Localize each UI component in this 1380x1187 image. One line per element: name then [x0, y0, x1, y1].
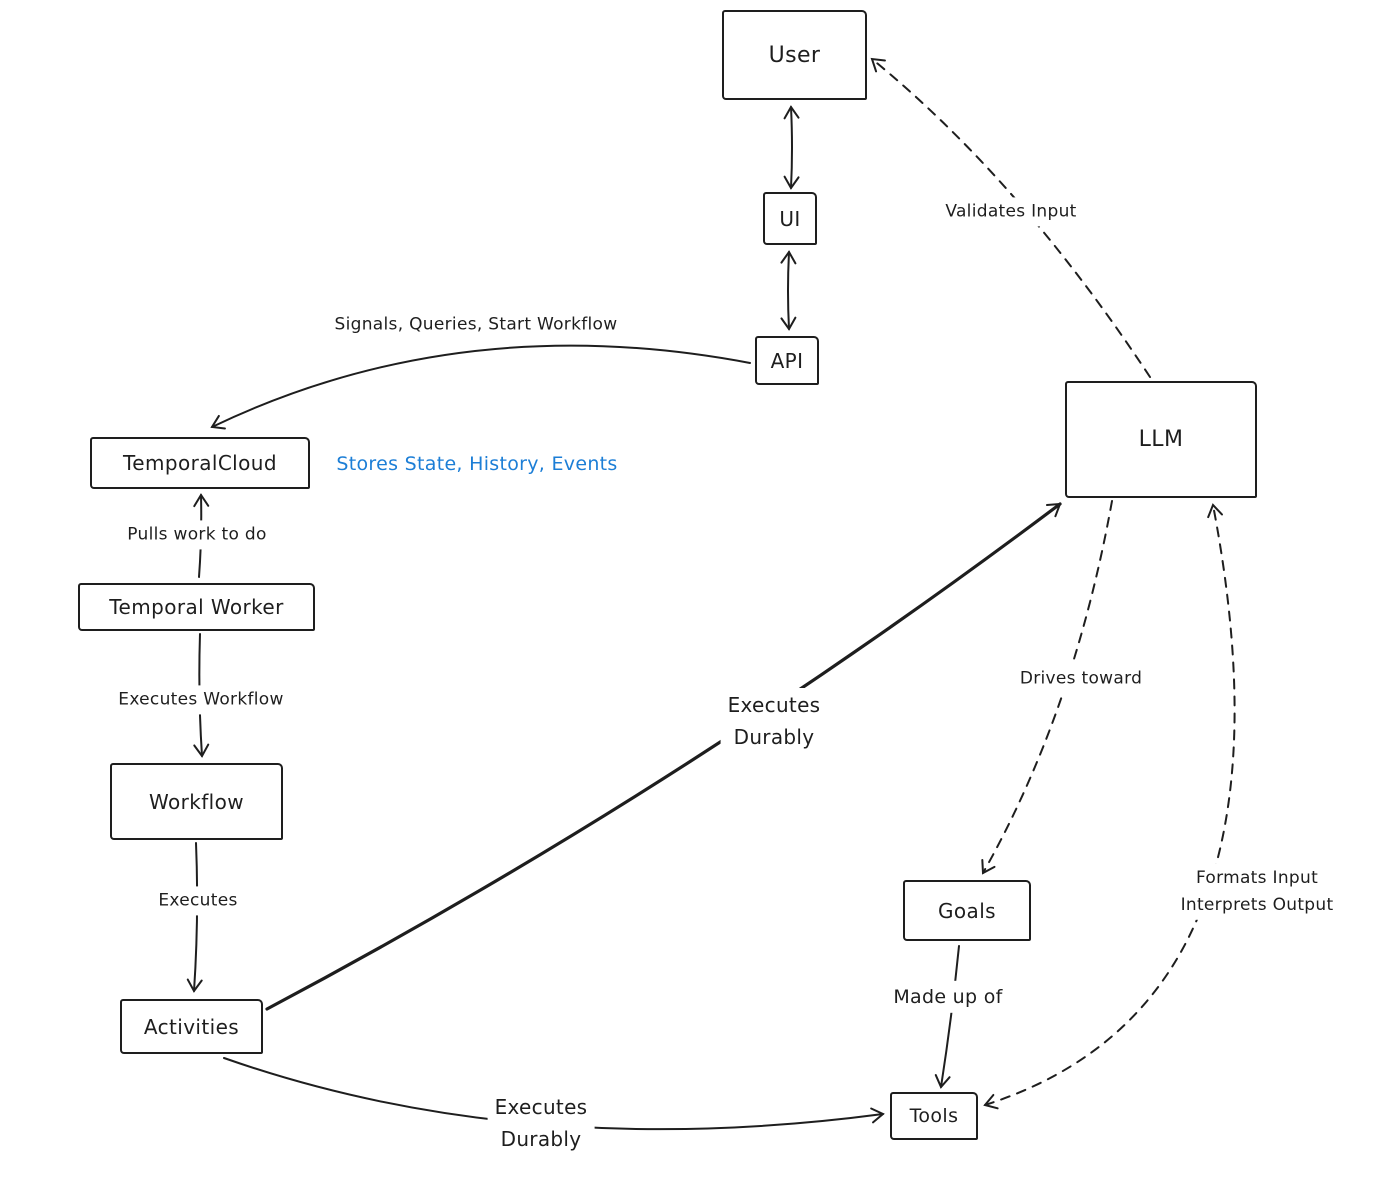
- node-llm: LLM: [1065, 381, 1257, 498]
- node-goals-label: Goals: [938, 898, 996, 923]
- edge-label-line: Durably: [733, 725, 815, 749]
- node-activities: Activities: [120, 999, 263, 1054]
- edge-tools-llm: [983, 503, 1236, 1110]
- note-stores-state: Stores State, History, Events: [329, 447, 625, 481]
- node-temporal-cloud-label: TemporalCloud: [123, 451, 277, 475]
- edge-workflow-activities: [186, 842, 203, 993]
- node-user: User: [722, 10, 867, 100]
- edge-label-drives-toward: Drives toward: [1012, 664, 1150, 694]
- edge-label-formats-interprets: Formats Input Interprets Output: [1173, 863, 1341, 921]
- edge-label-line: Interprets Output: [1180, 895, 1334, 915]
- edge-label-executes-workflow: Executes Workflow: [111, 685, 291, 715]
- edge-label-line: Durably: [500, 1127, 582, 1151]
- edge-label-pulls-work: Pulls work to do: [120, 520, 274, 550]
- edge-label-line: Formats Input: [1195, 867, 1319, 888]
- node-ui: UI: [763, 192, 817, 245]
- node-user-label: User: [768, 42, 821, 68]
- edge-api-temporal-cloud: [210, 344, 751, 430]
- node-activities-label: Activities: [143, 1014, 240, 1039]
- edge-label-validates-input: Validates Input: [938, 197, 1084, 227]
- node-api-label: API: [770, 348, 804, 373]
- edge-label-line: Executes: [494, 1095, 588, 1119]
- edge-label-executes-durably-tools: Executes Durably: [487, 1090, 595, 1156]
- node-temporal-worker-label: Temporal Worker: [109, 595, 284, 619]
- node-temporal-cloud: TemporalCloud: [90, 437, 310, 489]
- edge-ui-api: [780, 250, 797, 331]
- node-workflow: Workflow: [110, 763, 283, 840]
- node-temporal-worker: Temporal Worker: [78, 583, 315, 631]
- node-tools-label: Tools: [909, 1105, 959, 1127]
- edge-label-line: Executes: [727, 693, 821, 717]
- edge-label-executes: Executes: [151, 886, 245, 916]
- node-workflow-label: Workflow: [148, 789, 245, 814]
- edge-label-executes-durably-llm: Executes Durably: [720, 688, 828, 754]
- node-api: API: [755, 336, 819, 385]
- edge-activities-llm: [265, 502, 1062, 1011]
- node-goals: Goals: [903, 880, 1031, 941]
- node-ui-label: UI: [779, 206, 801, 231]
- edge-label-made-up-of: Made up of: [886, 980, 1010, 1014]
- node-tools: Tools: [890, 1092, 978, 1140]
- edge-user-ui: [783, 105, 800, 190]
- edge-label-signals: Signals, Queries, Start Workflow: [327, 310, 625, 340]
- node-llm-label: LLM: [1138, 427, 1184, 452]
- edge-goals-tools: [934, 945, 960, 1089]
